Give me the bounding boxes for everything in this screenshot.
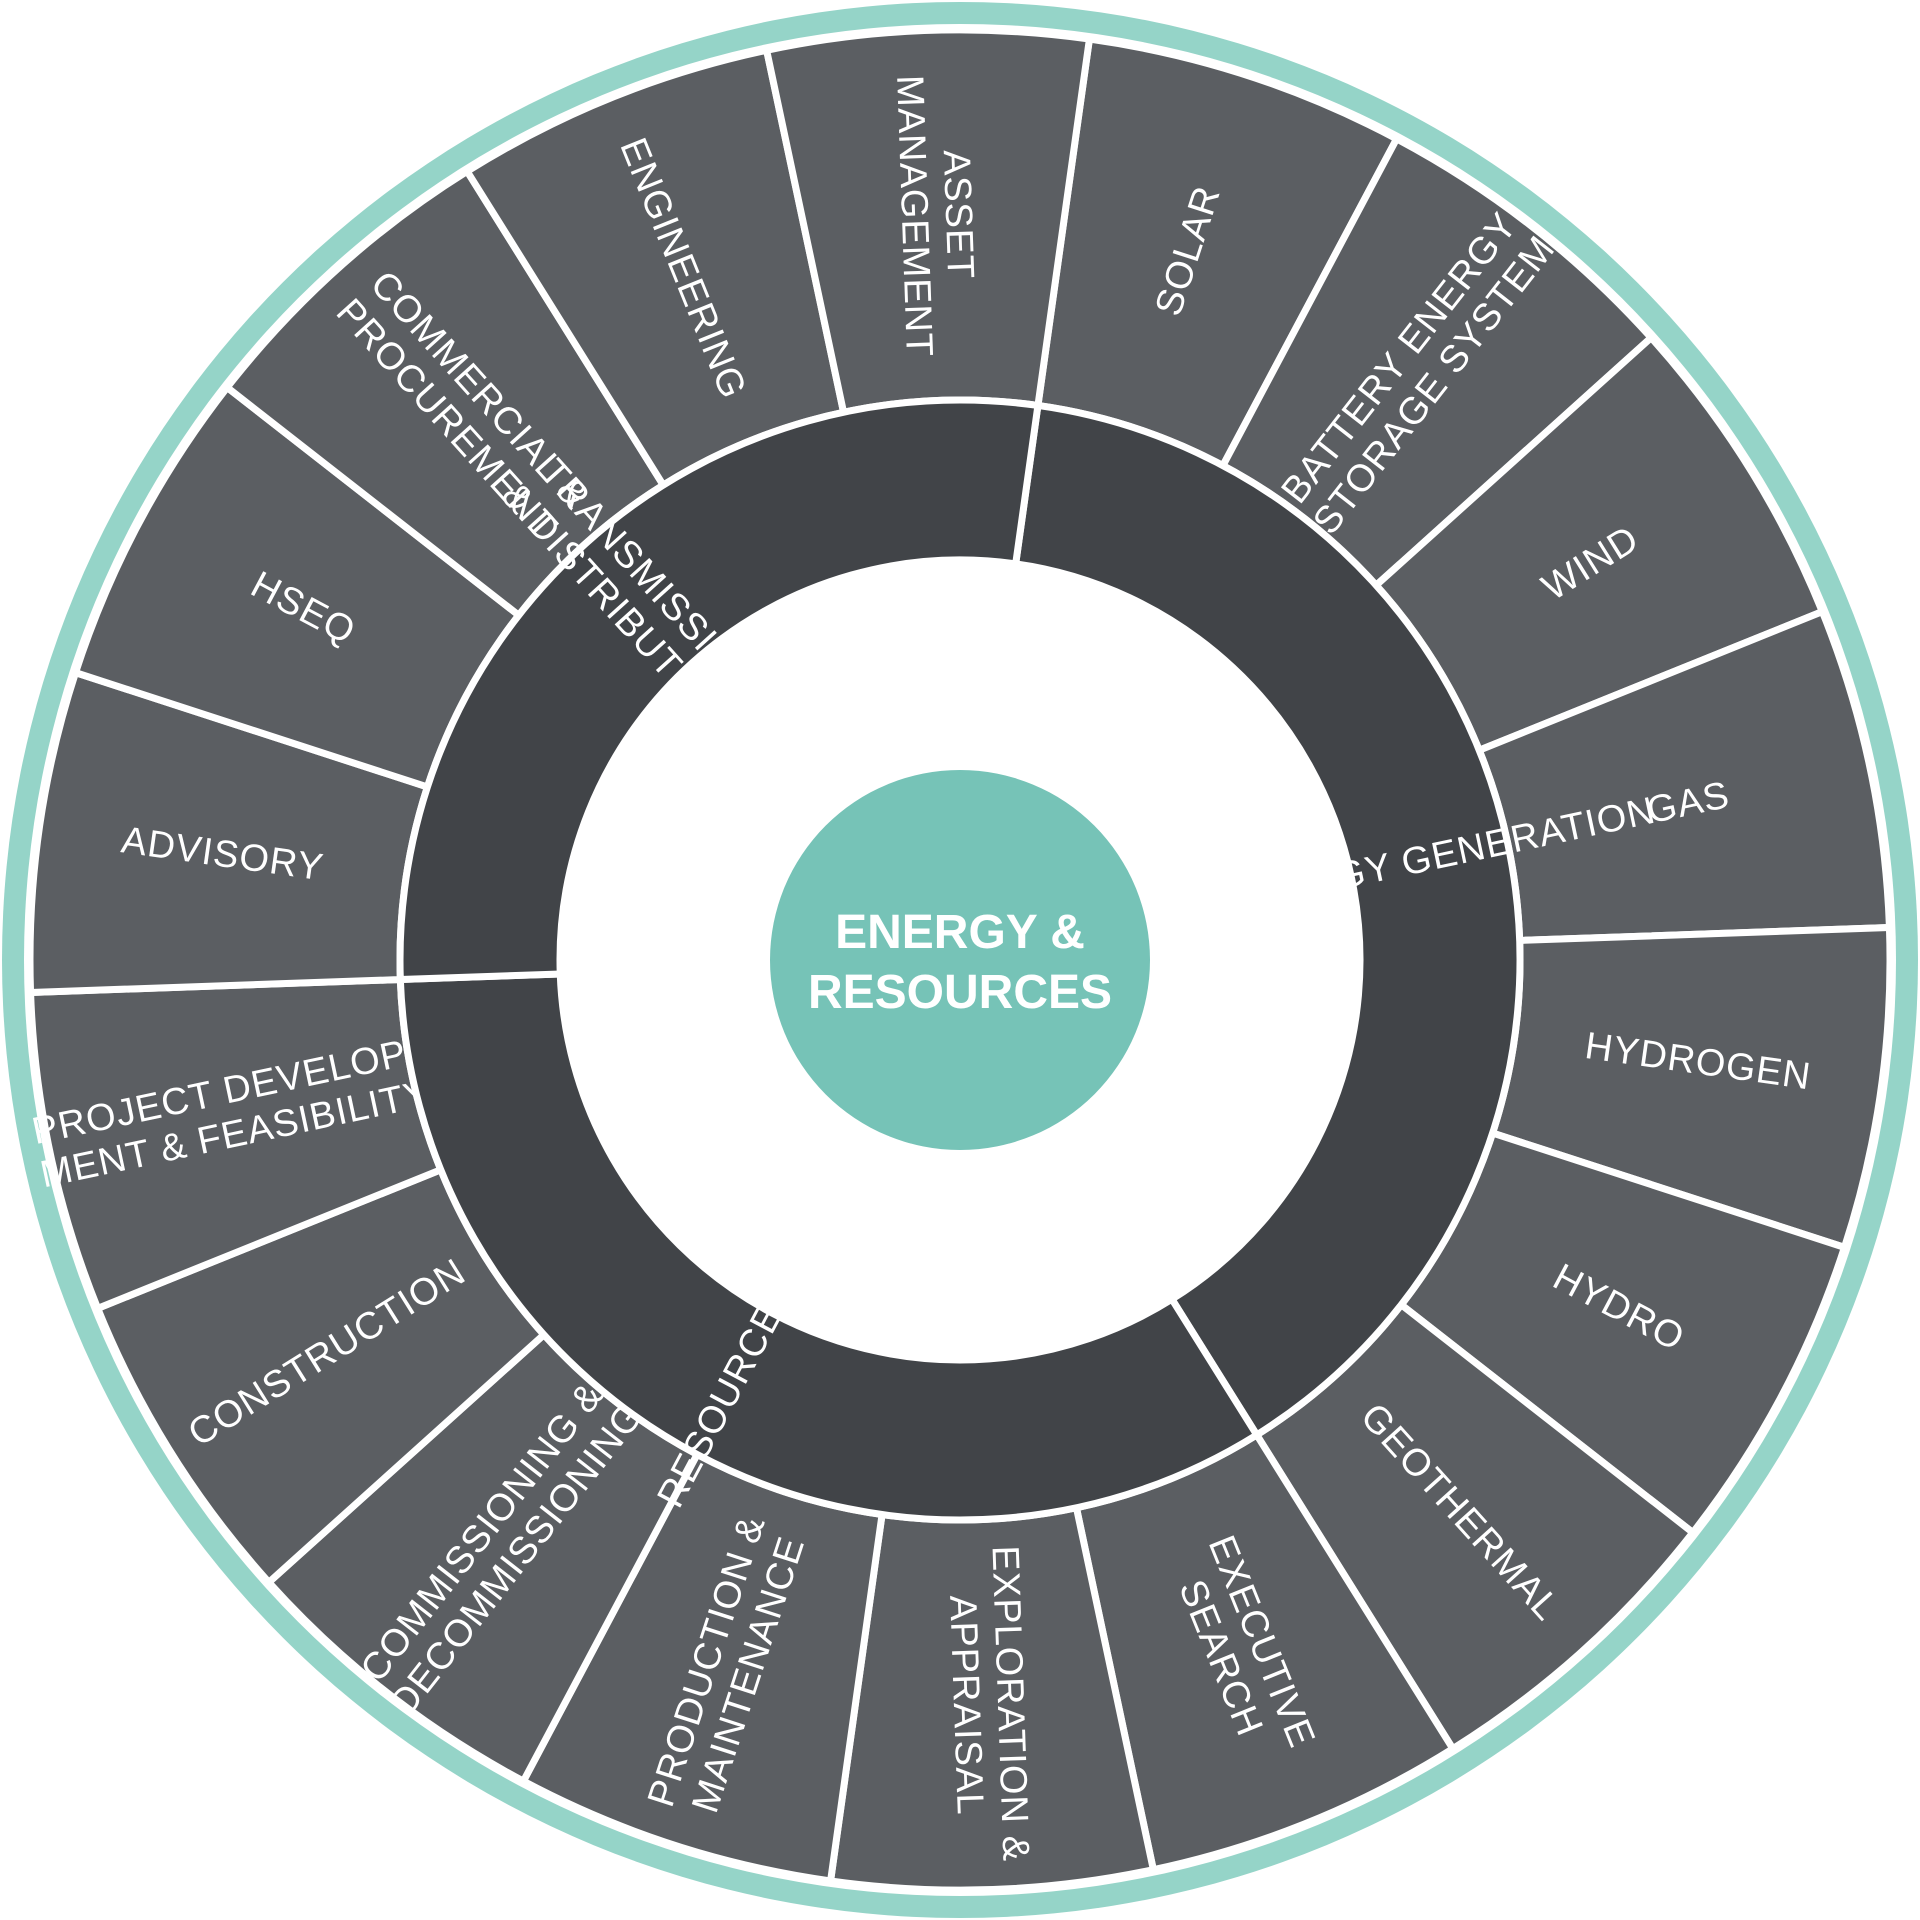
center-title-line-2: RESOURCES [808, 966, 1112, 1019]
outer-segment-asset-management-line-2: MANAGEMENT [888, 74, 940, 358]
outer-segment-exploration-appraisal-label: EXPLORATION &APPRAISAL [939, 1545, 1036, 1864]
outer-segment-asset-management-label: ASSETMANAGEMENT [888, 73, 984, 358]
outer-segment-asset-management: ASSETMANAGEMENT [888, 73, 984, 358]
middle-segment-energy-generation [1011, 401, 1524, 1440]
outer-segment-asset-management-line-1: ASSET [935, 149, 981, 280]
center-title-line-1: ENERGY & [835, 906, 1085, 959]
middle-segment-transmission-distribution [396, 396, 1042, 984]
center-circle [770, 770, 1150, 1150]
outer-segment-exploration-appraisal: EXPLORATION &APPRAISAL [939, 1545, 1036, 1864]
middle-segment-resources [396, 970, 1262, 1524]
outer-segment-exploration-appraisal-line-2: APPRAISAL [941, 1594, 991, 1816]
center-hub: ENERGY & RESOURCES [770, 770, 1150, 1150]
